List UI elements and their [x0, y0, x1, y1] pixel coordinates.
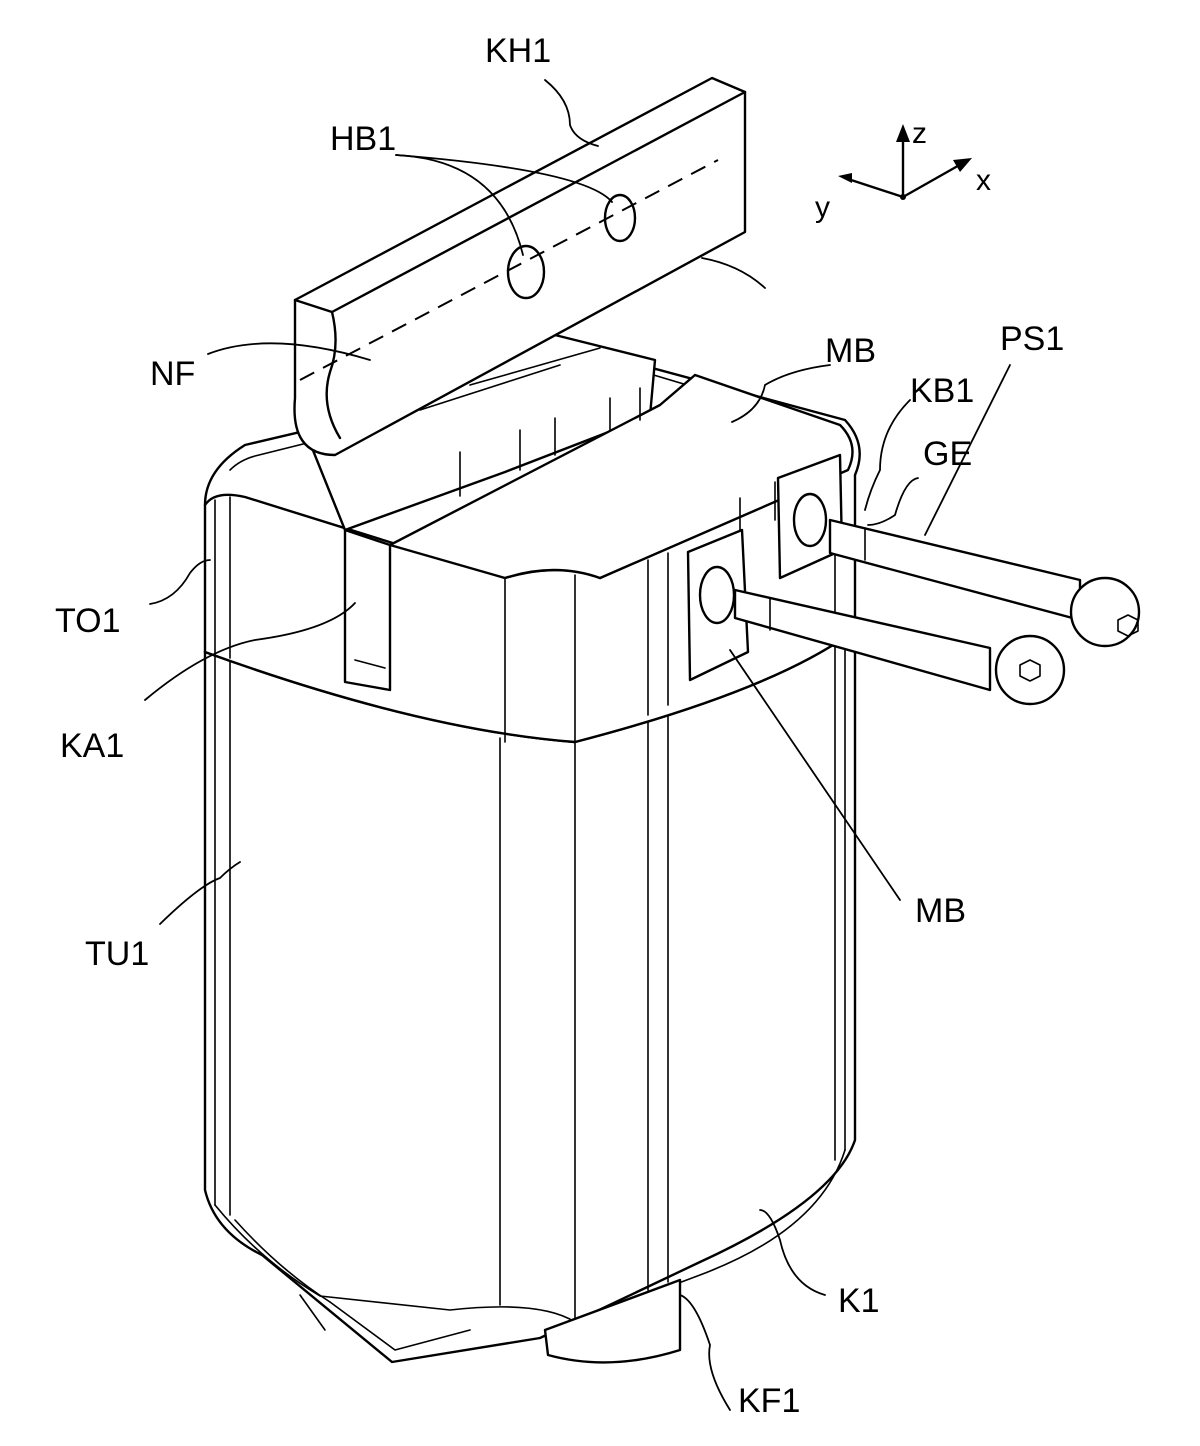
label-to1: TO1 — [55, 602, 121, 640]
x-axis-label: x — [976, 164, 991, 197]
label-tu1: TU1 — [85, 935, 149, 973]
label-ps1: PS1 — [1000, 320, 1064, 358]
z-axis-label: z — [912, 117, 927, 150]
label-hb1: HB1 — [330, 120, 396, 158]
label-k1: K1 — [838, 1282, 880, 1320]
lower-body — [205, 630, 855, 1362]
label-mb-bottom: MB — [915, 892, 966, 930]
clamp-slot — [345, 530, 390, 690]
label-mb-top: MB — [825, 332, 876, 370]
y-axis-label: y — [815, 191, 830, 224]
label-kb1: KB1 — [910, 372, 974, 410]
label-kh1: KH1 — [485, 32, 551, 70]
label-ka1: KA1 — [60, 727, 124, 765]
label-kf1: KF1 — [738, 1382, 800, 1420]
label-nf: NF — [150, 355, 195, 393]
label-ge: GE — [923, 435, 972, 473]
coordinate-axes: z x y — [815, 117, 991, 224]
